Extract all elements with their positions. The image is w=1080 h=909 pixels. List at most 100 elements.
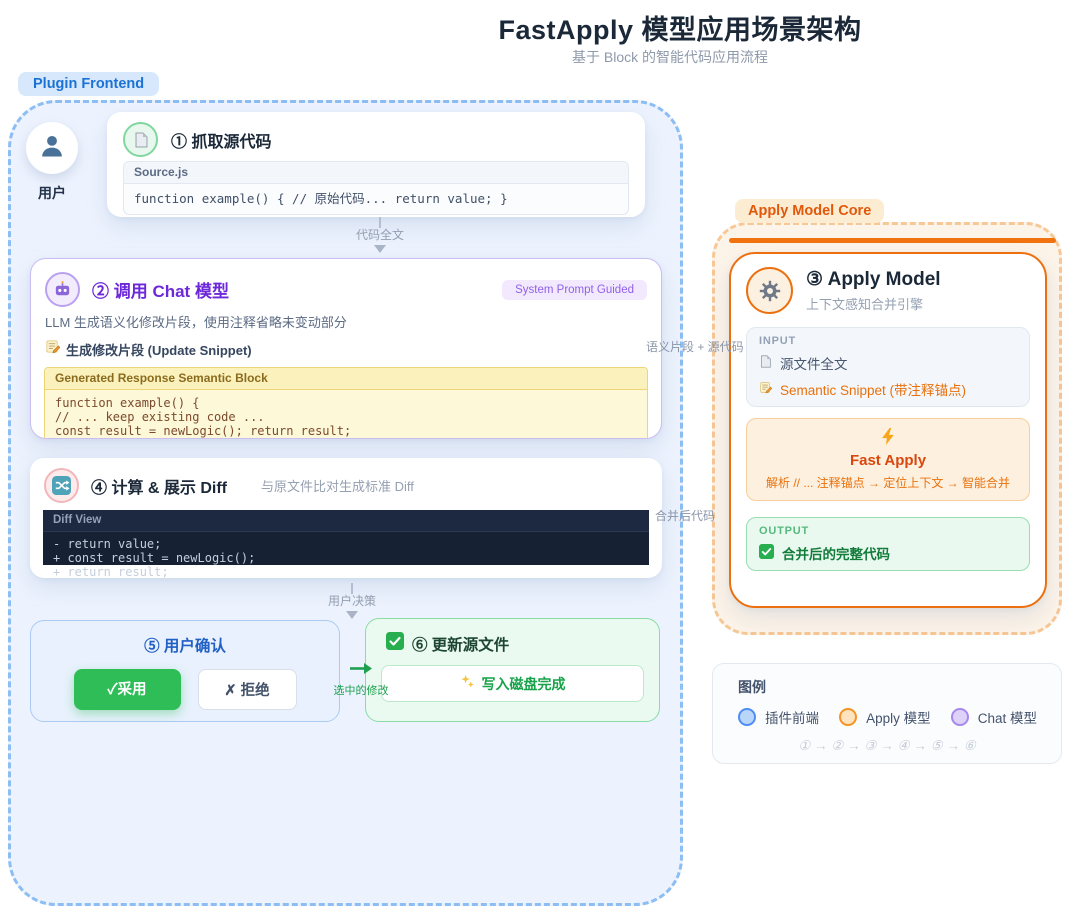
fast-apply-title: Fast Apply: [849, 452, 927, 469]
semantic-block: Generated Response Semantic Block functi…: [44, 367, 648, 439]
page-subtitle: 基于 Block 的智能代码应用流程: [571, 49, 768, 65]
card-user-confirm: ⑤ 用户确认 ✓采用 ✗ 拒绝: [30, 620, 340, 722]
fast-apply-box: Fast Apply 解析 // ... 注释锚点 → 定位上下文 → 智能合并: [746, 418, 1030, 501]
cross-icon: ✗: [224, 683, 237, 699]
edge-semantic-source-label: 语义片段 + 源代码: [646, 340, 744, 354]
input-item-snippet: Semantic Snippet (带注释锚点): [759, 379, 1017, 399]
card-apply-model: ③ Apply Model 上下文感知合并引擎 INPUT 源文件全文: [729, 252, 1047, 608]
check-square-icon: [759, 544, 774, 562]
edge-line: [351, 583, 353, 594]
reject-button[interactable]: ✗ 拒绝: [197, 669, 297, 710]
code-line: function example() {: [55, 396, 200, 410]
check-icon: ✓: [107, 682, 118, 698]
arrow-down-icon: [374, 245, 386, 253]
source-filename: Source.js: [124, 162, 628, 184]
arrow-down-icon: [346, 611, 358, 619]
input-item-snippet-label: Semantic Snippet (带注释锚点): [780, 383, 967, 398]
card2-header: ② 调用 Chat 模型 System Prompt Guided: [31, 259, 661, 307]
output-item: 合并后的完整代码: [759, 543, 1017, 563]
user-avatar: [26, 122, 78, 174]
code-line: const result = newLogic(); return result…: [55, 424, 352, 438]
input-item-source: 源文件全文: [759, 353, 1017, 373]
snippet-row: 生成修改片段 (Update Snippet): [45, 339, 647, 359]
edge-user-decision-label: 用户决策: [327, 594, 376, 608]
legend: 图例 插件前端 Apply 模型 Chat 模型 ① → ② → ③ → ④ →…: [712, 663, 1062, 764]
diff-view-header: Diff View: [43, 510, 649, 532]
snippet-label: 生成修改片段 (Update Snippet): [66, 342, 252, 358]
frontend-group-label: Plugin Frontend: [18, 72, 160, 96]
output-item-label: 合并后的完整代码: [782, 547, 890, 562]
code-line: // ... keep existing code ...: [55, 410, 265, 424]
card6-header: ⑥ 更新源文件: [386, 632, 659, 655]
arrow-right-icon: [349, 662, 373, 679]
check-square-icon: [386, 632, 404, 655]
edge-line: [379, 217, 381, 228]
bolt-icon: [881, 428, 895, 449]
robot-icon: [45, 272, 80, 307]
confirm-buttons: ✓采用 ✗ 拒绝: [31, 669, 339, 710]
legend-item-apply: Apply 模型: [839, 707, 931, 727]
accept-button-label: 采用: [117, 682, 147, 698]
system-prompt-badge: System Prompt Guided: [502, 279, 647, 300]
semantic-block-code: function example() { // ... keep existin…: [45, 390, 647, 439]
card4-title: ④ 计算 & 展示 Diff: [91, 479, 227, 497]
legend-sequence: ① → ② → ③ → ④ → ⑤ → ⑥: [798, 738, 976, 753]
legend-dot-frontend: [738, 708, 756, 726]
source-code-line: function example() { // 原始代码... return v…: [134, 191, 508, 206]
code-line: }: [55, 438, 637, 439]
disk-write-status: 写入磁盘完成: [381, 665, 644, 702]
card-diff: ④ 计算 & 展示 Diff 与原文件比对生成标准 Diff Diff View…: [30, 458, 662, 578]
legend-dot-chat: [950, 708, 969, 726]
edge-user-decision: 用户决策: [312, 583, 392, 619]
legend-title: 图例: [738, 679, 766, 695]
card-grab-source: ① 抓取源代码 Source.js function example() { /…: [107, 112, 645, 217]
memo-icon: [45, 339, 61, 359]
page-title: FastApply 模型应用场景架构: [498, 15, 862, 45]
card5-title: ⑤ 用户确认: [144, 638, 226, 655]
card3-titles: ③ Apply Model 上下文感知合并引擎: [806, 268, 941, 313]
semantic-block-header: Generated Response Semantic Block: [45, 368, 647, 390]
user-label: 用户: [38, 185, 66, 201]
legend-label-apply: Apply 模型: [866, 711, 931, 726]
diff-line-removed: - return value;: [53, 537, 162, 551]
gear-icon: [746, 267, 793, 314]
edge-code-full-label: 代码全文: [355, 228, 404, 242]
fast-apply-description: 解析 // ... 注释锚点 → 定位上下文 → 智能合并: [765, 476, 1010, 490]
legend-item-frontend: 插件前端: [738, 707, 819, 727]
input-box: INPUT 源文件全文 Semant: [746, 327, 1030, 407]
legend-item-chat: Chat 模型: [950, 707, 1037, 727]
diff-line-added: + const result = newLogic();: [53, 551, 256, 565]
input-item-source-label: 源文件全文: [780, 357, 848, 372]
legend-label-chat: Chat 模型: [977, 711, 1037, 726]
diff-view-code: - return value; + const result = newLogi…: [43, 532, 649, 578]
document-icon: [123, 122, 158, 157]
shuffle-icon: [44, 468, 79, 503]
input-header: INPUT: [759, 335, 796, 347]
card2-title: ② 调用 Chat 模型: [92, 282, 229, 301]
legend-label-frontend: 插件前端: [765, 711, 819, 726]
apply-core-label: Apply Model Core: [735, 199, 885, 223]
card4-subtitle: 与原文件比对生成标准 Diff: [261, 479, 414, 494]
edge-selected-change: 选中的修改: [330, 662, 392, 698]
card-update-source: ⑥ 更新源文件 写入磁盘完成: [365, 618, 660, 722]
diff-view-block: Diff View - return value; + const result…: [43, 510, 649, 578]
card3-header: ③ Apply Model 上下文感知合并引擎: [731, 254, 1045, 314]
output-box: OUTPUT 合并后的完整代码: [746, 517, 1030, 571]
card6-title: ⑥ 更新源文件: [412, 636, 510, 654]
legend-dot-apply: [839, 708, 858, 726]
card1-header: ① 抓取源代码: [107, 112, 645, 157]
sparkles-icon: [460, 674, 475, 694]
card1-title: ① 抓取源代码: [171, 133, 272, 151]
edge-selected-change-label: 选中的修改: [333, 685, 389, 697]
edge-merged-code-label: 合并后代码: [655, 509, 716, 523]
apply-core-accent-bar: [729, 238, 1056, 243]
accept-button[interactable]: ✓采用: [73, 669, 181, 710]
disk-write-label: 写入磁盘完成: [481, 675, 566, 692]
person-icon: [38, 132, 66, 165]
card4-header: ④ 计算 & 展示 Diff 与原文件比对生成标准 Diff: [30, 458, 662, 503]
memo-icon: [759, 381, 773, 397]
legend-row: 插件前端 Apply 模型 Chat 模型: [738, 707, 1037, 727]
edge-code-full: 代码全文: [340, 217, 420, 253]
output-header: OUTPUT: [759, 525, 810, 537]
